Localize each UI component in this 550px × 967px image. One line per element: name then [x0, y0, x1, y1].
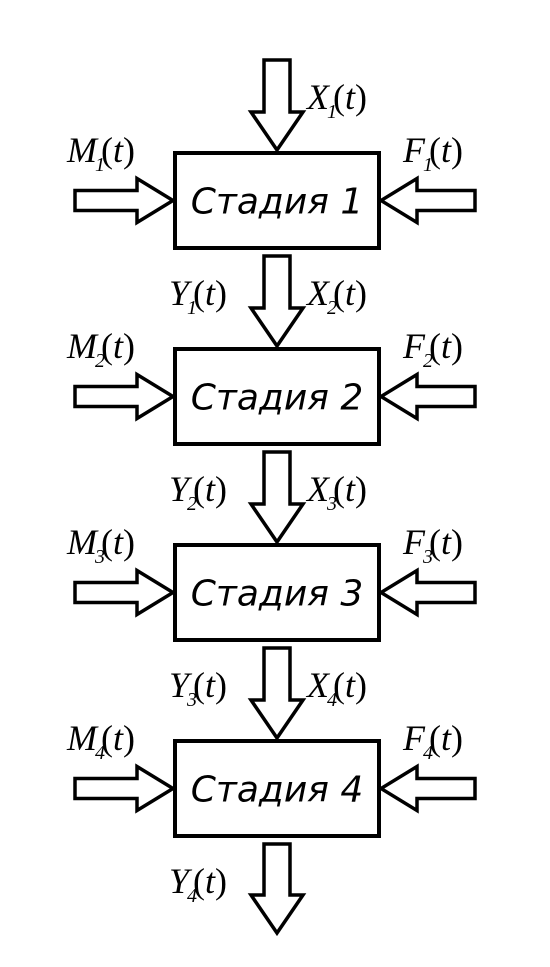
y-signal-label-4-subscript: 3 [186, 689, 197, 711]
x-signal-label-4-var: X [305, 665, 331, 705]
f-signal-label-3-arg: t [441, 522, 452, 562]
y-signal-label-3-subscript: 2 [187, 493, 197, 515]
stage-label-4: Стадия 4 [191, 770, 363, 811]
f-signal-label-1: F1(t) [402, 130, 463, 176]
x-signal-label-3-subscript: 3 [326, 493, 337, 515]
output-arrow [247, 842, 307, 937]
f-signal-label-4-subscript: 4 [423, 742, 433, 764]
f-input-arrow-3 [377, 567, 477, 618]
output-signal-label-subscript: 4 [187, 885, 197, 907]
m-signal-label-3-subscript: 3 [94, 546, 105, 568]
y-signal-label-2-var: Y [169, 273, 193, 313]
m-input-arrow-4 [73, 763, 177, 814]
m-signal-label-1-var: M [66, 130, 99, 170]
stage-label-1: Стадия 1 [191, 182, 363, 223]
x-signal-label-1-subscript: 1 [327, 101, 337, 123]
m-signal-label-2-var: M [66, 326, 99, 366]
f-signal-label-2: F2(t) [402, 326, 463, 372]
y-signal-label-3-arg: t [205, 469, 216, 509]
f-input-arrow-2 [377, 371, 477, 422]
stage-box-4 [173, 739, 381, 838]
f-signal-label-4-var: F [402, 718, 426, 758]
stage-label-2: Стадия 2 [191, 378, 363, 419]
f-signal-label-3-var: F [402, 522, 426, 562]
connector-arrow-3-4 [247, 646, 307, 742]
f-signal-label-4: F4(t) [402, 718, 463, 764]
x-signal-label-3-var: X [305, 469, 331, 509]
y-signal-label-3-var: Y [169, 469, 193, 509]
output-signal-label-arg: t [205, 861, 216, 901]
m-signal-label-3-arg: t [113, 522, 124, 562]
f-signal-label-2-var: F [402, 326, 426, 366]
m-signal-label-4-var: M [66, 718, 99, 758]
y-signal-label-4: Y3(t) [169, 665, 227, 711]
m-input-arrow-1 [73, 175, 177, 226]
stage-label-3: Стадия 3 [191, 574, 363, 615]
x-signal-label-1-var: X [305, 77, 331, 117]
f-signal-label-3-subscript: 3 [422, 546, 433, 568]
f-signal-label-2-arg: t [441, 326, 452, 366]
m-signal-label-4-arg: t [113, 718, 124, 758]
x-signal-label-2: X2(t) [305, 273, 367, 319]
m-signal-label-2-subscript: 2 [95, 350, 105, 372]
x-signal-label-2-var: X [305, 273, 331, 313]
m-signal-label-4-subscript: 4 [95, 742, 105, 764]
x-signal-label-4: X4(t) [305, 665, 367, 711]
m-signal-label-3: M3(t) [66, 522, 135, 568]
f-signal-label-4-arg: t [441, 718, 452, 758]
x-signal-label-2-subscript: 2 [327, 297, 337, 319]
m-signal-label-3-var: M [66, 522, 99, 562]
y-signal-label-3: Y2(t) [169, 469, 227, 515]
f-input-arrow-4 [377, 763, 477, 814]
y-signal-label-4-var: Y [169, 665, 193, 705]
m-input-arrow-3 [73, 567, 177, 618]
connector-arrow-1-2 [247, 254, 307, 350]
m-signal-label-2-arg: t [113, 326, 124, 366]
y-signal-label-4-arg: t [205, 665, 216, 705]
f-input-arrow-1 [377, 175, 477, 226]
f-signal-label-1-arg: t [441, 130, 452, 170]
m-input-arrow-2 [73, 371, 177, 422]
m-signal-label-2: M2(t) [66, 326, 135, 372]
x-signal-label-4-arg: t [345, 665, 356, 705]
y-signal-label-2-subscript: 1 [187, 297, 197, 319]
connector-arrow-2-3 [247, 450, 307, 546]
m-signal-label-4: M4(t) [66, 718, 135, 764]
f-signal-label-2-subscript: 2 [423, 350, 433, 372]
x-signal-label-1-arg: t [345, 77, 356, 117]
f-signal-label-3: F3(t) [402, 522, 463, 568]
y-signal-label-2-arg: t [205, 273, 216, 313]
x-signal-label-3: X3(t) [305, 469, 367, 515]
x-signal-label-2-arg: t [345, 273, 356, 313]
x-signal-label-3-arg: t [345, 469, 356, 509]
input-arrow-stage-1 [247, 58, 307, 154]
output-signal-label-var: Y [169, 861, 193, 901]
x-signal-label-1: X1(t) [305, 77, 367, 123]
stage-box-2 [173, 347, 381, 446]
x-signal-label-4-subscript: 4 [327, 689, 337, 711]
y-signal-label-2: Y1(t) [169, 273, 227, 319]
m-signal-label-1-subscript: 1 [95, 154, 105, 176]
m-signal-label-1: M1(t) [66, 130, 135, 176]
f-signal-label-1-subscript: 1 [423, 154, 433, 176]
f-signal-label-1-var: F [402, 130, 426, 170]
output-signal-label: Y4(t) [169, 861, 227, 907]
m-signal-label-1-arg: t [113, 130, 124, 170]
